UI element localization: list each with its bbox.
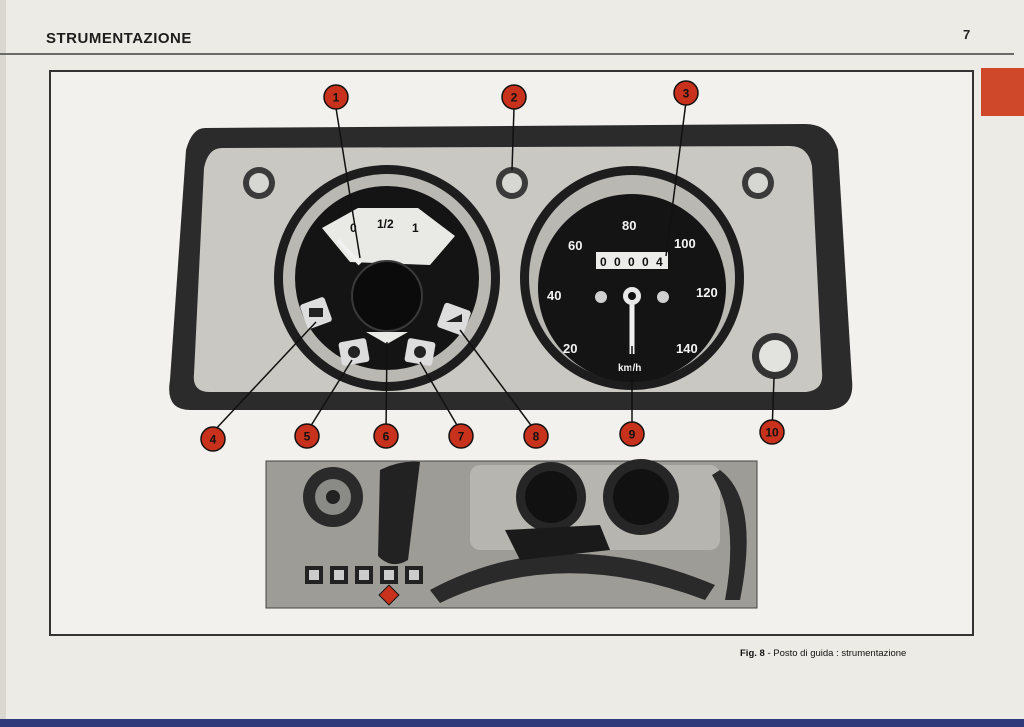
speed-label-140: 140 <box>676 341 698 356</box>
speed-unit: km/h <box>618 363 641 374</box>
panel-screw-2 <box>496 167 528 199</box>
callout-badge-3: 3 <box>673 80 699 106</box>
odometer-digit: 4 <box>656 255 663 269</box>
svg-text:4: 4 <box>210 433 217 447</box>
odometer-digit: 0 <box>642 255 649 269</box>
svg-text:5: 5 <box>304 430 311 444</box>
fuel-mark-0: 0 <box>350 221 357 235</box>
svg-text:6: 6 <box>383 430 390 444</box>
header-rule <box>0 53 1014 55</box>
odometer-digit: 0 <box>614 255 621 269</box>
callout-badge-10: 10 <box>759 419 785 445</box>
page-header-title: STRUMENTAZIONE <box>46 30 192 47</box>
svg-text:10: 10 <box>765 426 779 440</box>
callout-badge-8: 8 <box>523 423 549 449</box>
section-tab-marker <box>981 68 1024 116</box>
callout-leader-lines <box>212 101 775 433</box>
figure-caption: Fig. 8 - Posto di guida : strumentazione <box>740 648 906 659</box>
callout-badge-7: 7 <box>448 423 474 449</box>
fuel-mark-full: 1 <box>412 221 419 235</box>
speed-label-120: 120 <box>696 285 718 300</box>
fuel-scale-window <box>322 208 455 265</box>
speedometer <box>520 166 744 390</box>
callout-badge-9: 9 <box>619 421 645 447</box>
speed-label-40: 40 <box>547 288 561 303</box>
page-number: 7 <box>963 27 971 42</box>
svg-text:9: 9 <box>629 428 636 442</box>
odometer-digit: 0 <box>600 255 607 269</box>
caption-text: - Posto di guida : strumentazione <box>764 648 907 659</box>
panel-screw-3 <box>742 167 774 199</box>
fuel-and-warning-gauge <box>274 165 500 391</box>
dashboard-photo-inset <box>265 459 758 609</box>
callout-badge-1: 1 <box>323 84 349 110</box>
page-edge <box>0 0 6 727</box>
trip-reset-knob <box>752 333 798 379</box>
switch-row <box>305 566 423 584</box>
inset-callout-marker <box>378 584 400 606</box>
speed-label-80: 80 <box>622 218 636 233</box>
speed-label-20: 20 <box>563 341 577 356</box>
charge-warning-triangle <box>366 332 408 344</box>
odometer-digit: 0 <box>628 255 635 269</box>
callout-badge-6: 6 <box>373 423 399 449</box>
speed-label-60: 60 <box>568 238 582 253</box>
svg-text:1: 1 <box>333 91 340 105</box>
headlight-icon <box>404 338 436 366</box>
svg-text:3: 3 <box>683 87 690 101</box>
speed-label-100: 100 <box>674 236 696 251</box>
battery-icon <box>300 297 332 329</box>
odometer-window <box>596 252 668 269</box>
svg-text:8: 8 <box>533 430 540 444</box>
svg-text:7: 7 <box>458 430 465 444</box>
steering-wheel-rim <box>378 461 420 565</box>
fuel-mark-half: 1/2 <box>377 217 394 231</box>
light-icon <box>338 338 370 366</box>
panel-screw <box>243 167 275 199</box>
svg-text:2: 2 <box>511 91 518 105</box>
figure-label: Fig. 8 <box>740 648 765 659</box>
bottom-strip <box>0 719 1024 727</box>
callout-badge-4: 4 <box>200 426 226 452</box>
fuel-needle <box>336 238 362 266</box>
callout-badge-2: 2 <box>501 84 527 110</box>
callout-badge-5: 5 <box>294 423 320 449</box>
oil-can-icon <box>437 302 471 336</box>
